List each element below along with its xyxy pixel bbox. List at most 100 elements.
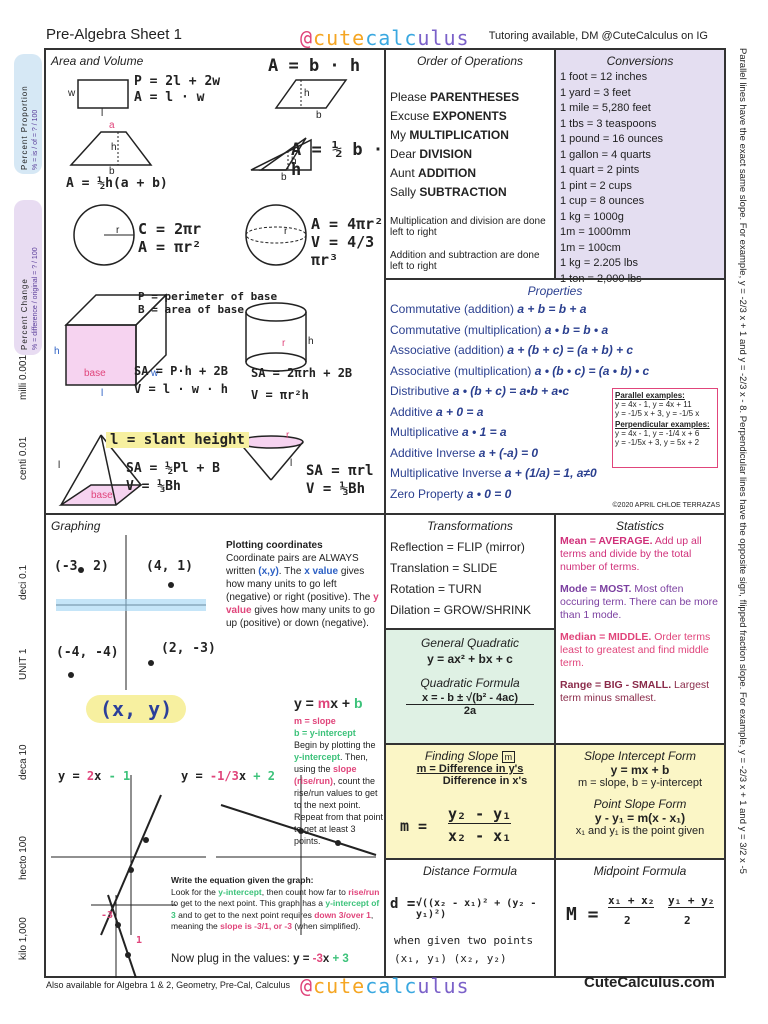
triangle-formula: A = ½ b · h xyxy=(291,140,384,180)
statistic-desc: Order terms least to greatest and find m… xyxy=(560,631,711,669)
percent-change-bar xyxy=(14,200,42,355)
order-word: My xyxy=(390,128,410,142)
transformations-section: Transformations Reflection = FLIP (mirro… xyxy=(385,514,555,629)
midpoint-y-num: y₁ + y₂ xyxy=(668,894,715,908)
transformation-item: Dilation = GROW/SHRINK xyxy=(390,603,532,617)
property-name: Distributive xyxy=(390,384,453,398)
slope-formula-den: x₂ - x₁ xyxy=(448,827,512,845)
slope-intercept-title: Slope Intercept Form xyxy=(583,749,697,763)
statistic-term: Mean = AVERAGE. xyxy=(560,535,653,547)
metric-unit: centi 0.01 xyxy=(18,436,29,480)
property-formula: a • (b • c) = (a • b) • c xyxy=(534,363,650,378)
conversion-item: 1 ton = 2,000 lbs xyxy=(560,272,642,285)
slope-formula-num: y₂ - y₁ xyxy=(448,805,512,824)
order-operation: DIVISION xyxy=(419,147,473,161)
point-a xyxy=(78,567,84,573)
cheat-sheet: Area and Volume xyxy=(44,48,726,978)
property-item: Multiplicative Inverse a + (1/a) = 1, a≠… xyxy=(390,466,597,480)
finding-slope-title: Finding Slope m xyxy=(386,749,554,763)
conversion-item: 1 cup = 8 ounces xyxy=(560,195,645,207)
order-word: Sally xyxy=(390,185,420,199)
distance-title: Distance Formula xyxy=(422,864,518,878)
midpoint-title: Midpoint Formula xyxy=(593,864,687,878)
graphing-diagrams xyxy=(51,535,377,978)
property-formula: a + 0 = a xyxy=(436,404,484,419)
plotting-note: Plotting coordinates Coordinate pairs ar… xyxy=(226,540,379,629)
conversion-item: 1 pound = 16 ounces xyxy=(560,133,664,145)
page-title: Pre-Algebra Sheet 1 xyxy=(46,26,182,43)
statistics-section: Statistics Mean = AVERAGE. Add up all te… xyxy=(555,514,725,744)
order-word: Excuse xyxy=(390,109,433,123)
statistic-term: Mode = MOST. xyxy=(560,583,632,595)
quadratic-formula-title: Quadratic Formula xyxy=(420,676,520,690)
quadratic-numerator: x = - b ± √(b² - 4ac) xyxy=(406,692,534,705)
statistic-term: Range = BIG - SMALL. xyxy=(560,679,672,691)
statistic-item: Median = MIDDLE. Order terms least to gr… xyxy=(560,631,722,670)
property-item: Associative (multiplication) a • (b • c)… xyxy=(390,364,649,378)
order-operation: SUBTRACTION xyxy=(419,185,507,199)
property-name: Associative (addition) xyxy=(390,343,508,357)
property-formula: a • 1 = a xyxy=(462,425,507,439)
order-step: My MULTIPLICATION xyxy=(390,126,519,145)
slope-intercept-desc: m = slope, b = y-intercept xyxy=(577,777,703,789)
graphing-section: Graphing (-3, 2) (4, xyxy=(45,514,385,978)
footer-url[interactable]: CuteCalculus.com xyxy=(584,974,715,991)
plug-values: Now plug in the values: y = -3x + 3 xyxy=(171,953,349,965)
order-step: Excuse EXPONENTS xyxy=(390,107,519,126)
slope-intercept-form: y = mx + b xyxy=(610,763,670,777)
proportion-formula: % = is / of = ? / 100 xyxy=(32,109,39,170)
property-name: Commutative (addition) xyxy=(390,302,518,316)
line-graph-1 xyxy=(100,794,162,936)
property-item: Multiplicative a • 1 = a xyxy=(390,425,507,439)
conversion-item: 1 tbs = 3 teaspoons xyxy=(560,117,657,130)
point-d xyxy=(148,660,154,666)
point-c xyxy=(68,672,74,678)
conversion-item: 1m = 100cm xyxy=(560,241,621,254)
slope-def-top: m = Difference in y's xyxy=(416,763,524,775)
conversion-item: 1 quart = 2 pints xyxy=(560,164,640,176)
property-name: Multiplicative Inverse xyxy=(390,466,505,480)
area-volume-section: Area and Volume xyxy=(45,49,385,514)
statistic-desc: Largest term minus smallest. xyxy=(560,679,710,704)
statistics-title: Statistics xyxy=(615,519,664,533)
example-eq-2: y = -1/3x + 2 xyxy=(181,769,275,783)
order-note-2: Addition and subtraction are done left t… xyxy=(390,250,540,272)
conversion-item: 1 mile = 5,280 feet xyxy=(560,102,651,114)
transformation-item: Rotation = TURN xyxy=(390,582,482,596)
property-item: Commutative (addition) a + b = b + a xyxy=(390,302,586,316)
property-formula: a • b = b • a xyxy=(544,322,609,337)
property-name: Associative (multiplication) xyxy=(390,363,535,378)
midpoint-section: Midpoint Formula M = x₁ + x₂ 2 y₁ + y₂ 2 xyxy=(555,859,725,977)
slope-intercept-eq: y = mx + b xyxy=(294,695,363,711)
property-name: Zero Property xyxy=(390,486,467,501)
order-operation: MULTIPLICATION xyxy=(409,128,509,142)
order-word: Dear xyxy=(390,147,420,161)
property-formula: a + (b + c) = (a + b) + c xyxy=(507,343,634,357)
property-item: Associative (addition) a + (b + c) = (a … xyxy=(390,343,633,357)
order-operation: EXPONENTS xyxy=(432,109,507,123)
graphing-title: Graphing xyxy=(51,519,101,533)
brand-logo: @cutecalculus xyxy=(300,26,470,50)
conversion-item: 1 yard = 3 feet xyxy=(560,86,631,99)
area-shapes xyxy=(58,79,348,506)
tutoring-note: Tutoring available, DM @CuteCalculus on … xyxy=(488,30,708,42)
property-formula: a • (b + c) = a•b + a•c xyxy=(452,384,570,398)
slope-def-bottom: Difference in x's xyxy=(442,775,528,787)
order-word: Aunt xyxy=(390,166,419,180)
transformation-item: Translation = SLIDE xyxy=(390,561,498,575)
slant-height-note: l = slant height xyxy=(106,432,249,448)
sphere-shape xyxy=(245,204,307,266)
statistic-desc: Add up all terms and divide by the total… xyxy=(560,535,702,573)
point-b xyxy=(168,582,174,588)
write-equation-note: Write the equation given the graph: Look… xyxy=(171,875,380,931)
point-slope-form: y - y₁ = m(x - x₁) xyxy=(594,811,686,825)
percent-proportion-bar xyxy=(14,54,42,174)
